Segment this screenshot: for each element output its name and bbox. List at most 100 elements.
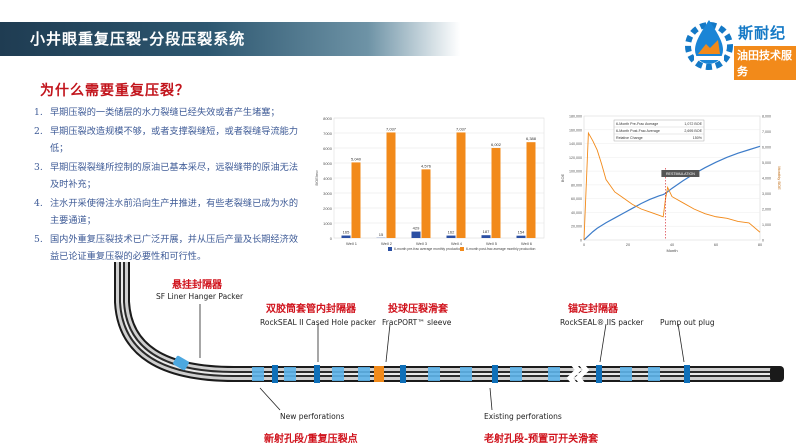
label-new-perforations-cn: 新射孔段/重复压裂点: [264, 434, 358, 445]
bar-value-label: 162: [448, 230, 455, 235]
logo-gear-drop-icon: [685, 20, 733, 70]
y-right-axis-label: Monthly BOE: [777, 166, 782, 190]
bar-post-frac: [386, 132, 396, 238]
table-row-value: 150%: [693, 136, 703, 140]
frac-sleeve: [374, 366, 384, 382]
bar-post-frac: [421, 169, 431, 238]
bar-value-label: 15: [379, 232, 384, 237]
bar-post-frac: [456, 132, 466, 238]
list-text: 早期压裂改造规模不够，或者支撑裂缝短，或者裂缝导流能力低；: [50, 126, 299, 154]
label-pump-out-plug-en: Pump out plug: [660, 318, 715, 327]
y-left-tick-label: 80,000: [571, 183, 582, 187]
liner-bore: [121, 262, 776, 375]
list-number: 5.: [34, 234, 43, 245]
pipe-break-mark: [566, 358, 582, 390]
y-axis-label: BOE/mo: [314, 170, 319, 186]
legend-swatch: [460, 247, 464, 251]
title-bar: 小井眼重复压裂-分段压裂系统: [0, 22, 460, 56]
y-right-tick-label: 3,000: [762, 192, 771, 196]
list-item: 2. 早期压裂改造规模不够，或者支撑裂缝短，或者裂缝导流能力低；: [34, 123, 306, 157]
y-tick-label: 5000: [323, 161, 333, 166]
label-frac-sleeve-en: FracPORT™ sleeve: [382, 318, 452, 327]
x-tick-label: Well 4: [451, 241, 463, 246]
list-text: 国内外重复压裂技术已广泛开展，并从压后产量及长期经济效益已论证重复压裂的必要性和…: [50, 234, 299, 262]
slide-title: 小井眼重复压裂-分段压裂系统: [30, 30, 246, 48]
x-tick-label: Well 1: [346, 241, 358, 246]
list-text: 早期压裂的一类储层的水力裂缝已经失效或者产生堵塞；: [50, 107, 280, 118]
y-right-tick-label: 5,000: [762, 161, 771, 165]
logo-subtitle: 油田技术服务: [734, 46, 796, 80]
legend-swatch: [388, 247, 392, 251]
x-tick-label: Well 6: [521, 241, 533, 246]
label-new-perforations-en: New perforations: [280, 412, 345, 421]
bar-value-label: 6,388: [526, 136, 537, 141]
x-tick-label: 40: [670, 243, 674, 247]
bar-value-label: 187: [483, 229, 490, 234]
y-tick-label: 3000: [323, 191, 333, 196]
y-right-tick-label: 6,000: [762, 146, 771, 150]
y-left-tick-label: 0: [580, 239, 582, 243]
x-tick-label: 20: [626, 243, 630, 247]
bar-post-frac: [526, 142, 536, 238]
perforation-clusters: [252, 367, 660, 381]
table-row-value: 1,072 BOE: [684, 122, 702, 126]
logo-name: 斯耐纪: [738, 24, 787, 42]
table-row-label: 6-Month Post-Frac Average: [616, 129, 660, 133]
bar-value-label: 4,576: [421, 163, 432, 168]
y-tick-label: 0: [330, 236, 333, 241]
x-axis-label: Month: [666, 248, 677, 253]
wellbore-diagram: 悬挂封隔器 SF Liner Hanger Packer 双胶筒套管内封隔器 R…: [100, 262, 800, 448]
company-logo: 斯耐纪 油田技术服务: [684, 14, 796, 80]
y-left-tick-label: 40,000: [571, 211, 582, 215]
label-liner-hanger-cn: 悬挂封隔器: [172, 280, 222, 291]
pump-out-plug: [770, 366, 784, 382]
y-right-tick-label: 8,000: [762, 115, 771, 119]
bar-value-label: 7,037: [456, 126, 467, 131]
label-cased-hole-packer-cn: 双胶筒套管内封隔器: [266, 304, 356, 315]
reasons-list: 1. 早期压裂的一类储层的水力裂缝已经失效或者产生堵塞； 2. 早期压裂改造规模…: [34, 104, 306, 267]
x-tick-label: 80: [758, 243, 762, 247]
list-item: 4. 注水开采使得注水前沿向生产井推进，有些老裂缝已成为水的主要通道；: [34, 195, 306, 229]
label-frac-sleeve-cn: 投球压裂滑套: [388, 304, 448, 315]
bar-pre-frac: [446, 235, 456, 238]
packer-elements: [272, 365, 690, 383]
x-tick-label: Well 3: [416, 241, 428, 246]
bar-value-label: 165: [343, 230, 350, 235]
y-left-tick-label: 60,000: [571, 197, 582, 201]
label-existing-perforations-cn: 老射孔段-预置可开关滑套: [484, 434, 599, 445]
y-tick-label: 2000: [323, 206, 333, 211]
table-row-label: Relative Change: [616, 136, 643, 140]
x-tick-label: Well 5: [486, 241, 498, 246]
x-tick-label: Well 2: [381, 241, 393, 246]
list-number: 4.: [34, 198, 43, 209]
label-existing-perforations-en: Existing perforations: [484, 412, 562, 421]
label-anchor-packer-cn: 锚定封隔器: [568, 304, 618, 315]
label-anchor-packer-en: RockSEAL® IIS packer: [560, 318, 644, 327]
list-text: 注水开采使得注水前沿向生产井推进，有些老裂缝已成为水的主要通道；: [50, 198, 299, 226]
restimulation-tag: [661, 170, 700, 177]
y-tick-label: 4000: [323, 176, 333, 181]
list-item: 5. 国内外重复压裂技术已广泛开展，并从压后产量及长期经济效益已论证重复压裂的必…: [34, 231, 306, 265]
list-number: 2.: [34, 126, 43, 137]
restimulation-line-chart: 020,00040,00060,00080,000100,000120,0001…: [560, 115, 782, 254]
series-line-monthly-boe: [583, 131, 761, 241]
label-cased-hole-packer-en: RockSEAL II Cased Hole packer: [260, 318, 376, 327]
bar-post-frac: [491, 147, 501, 238]
y-right-tick-label: 0: [762, 239, 764, 243]
y-left-tick-label: 140,000: [569, 142, 582, 146]
list-item: 1. 早期压裂的一类储层的水力裂缝已经失效或者产生堵塞；: [34, 104, 306, 121]
table-row-value: 2,695 BOE: [684, 129, 702, 133]
bar-value-label: 7,037: [386, 126, 397, 131]
bar-value-label: 6,002: [491, 142, 502, 147]
bar-post-frac: [351, 162, 361, 238]
series-line-cumulative-boe: [583, 145, 761, 241]
x-tick-label: 0: [583, 243, 585, 247]
y-left-tick-label: 20,000: [571, 225, 582, 229]
table-row-label: 6-Month Pre-Frac Average: [616, 122, 658, 126]
bar-pre-frac: [481, 235, 491, 238]
y-tick-label: 6000: [323, 146, 333, 151]
y-right-tick-label: 1,000: [762, 223, 771, 227]
x-tick-label: 60: [714, 243, 718, 247]
bar-value-label: 154: [518, 230, 525, 235]
y-left-tick-label: 100,000: [569, 170, 582, 174]
